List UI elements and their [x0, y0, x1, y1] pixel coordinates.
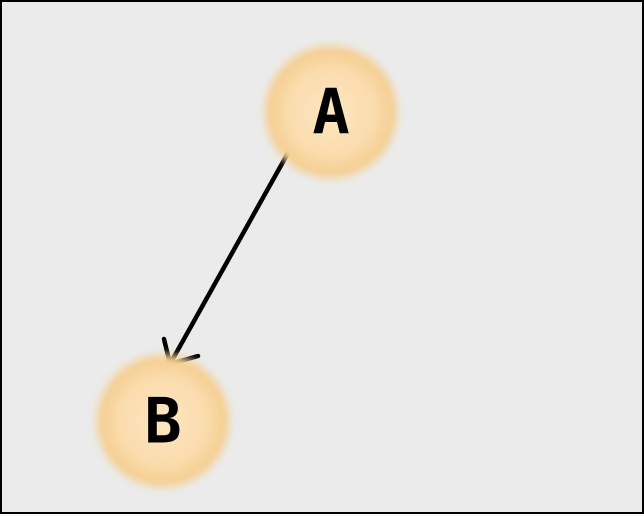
edge-a-to-b: [161, 150, 291, 367]
node-a-circle: [259, 40, 403, 184]
node-b[interactable]: B: [91, 349, 235, 493]
node-a-label: A: [312, 76, 349, 149]
node-a[interactable]: A: [259, 40, 403, 184]
node-b-label: B: [144, 385, 181, 458]
node-b-circle: [91, 349, 235, 493]
edge-a-to-b-line: [167, 150, 291, 367]
